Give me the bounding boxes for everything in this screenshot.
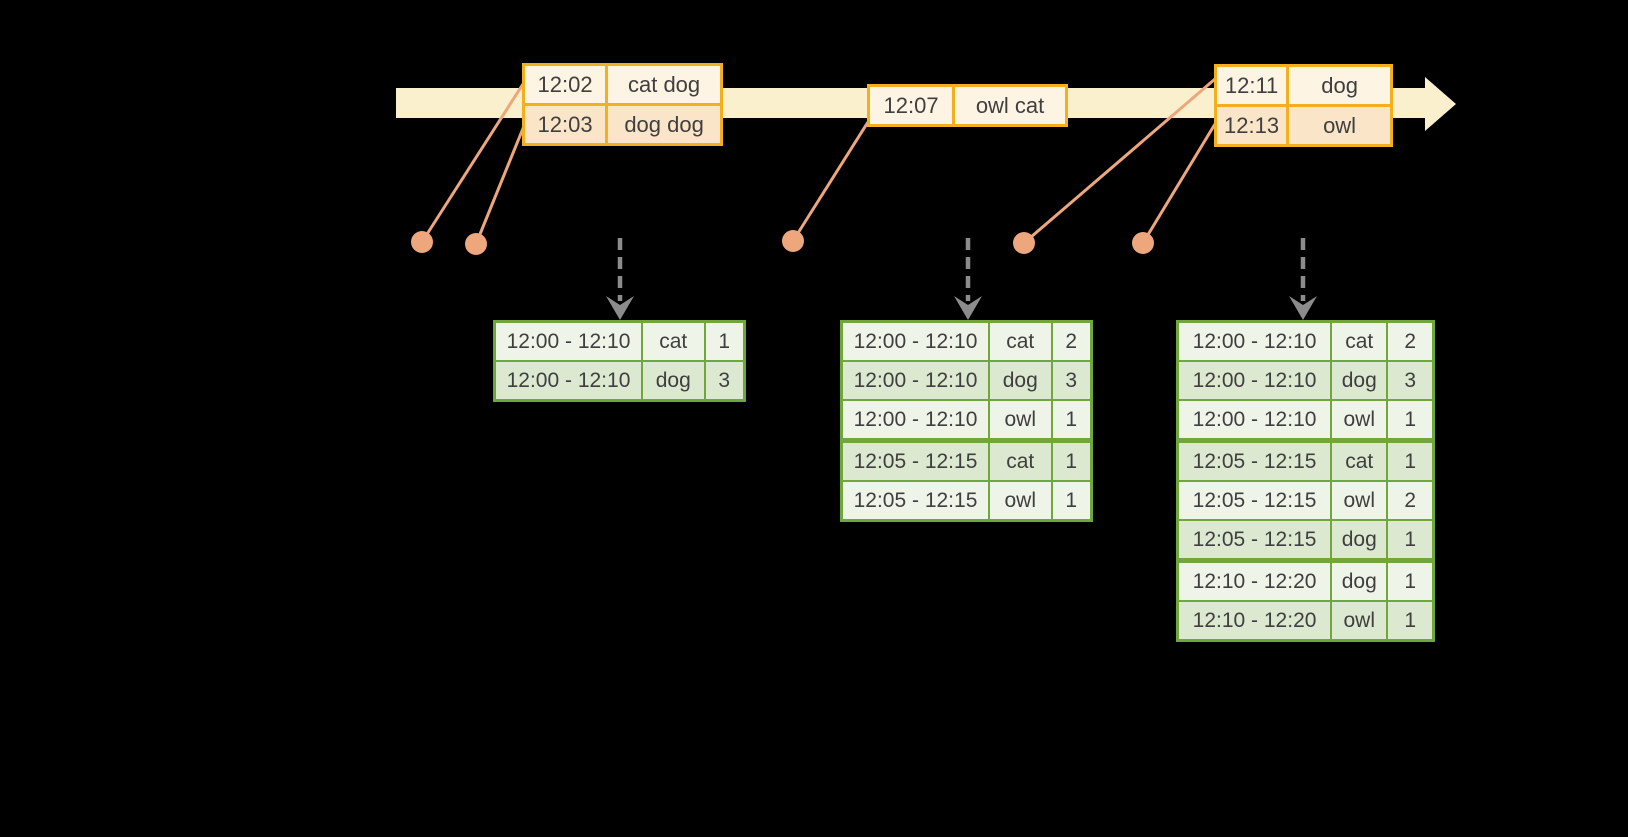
words-cell: dog dog — [605, 103, 723, 146]
window-cell: 12:00 - 12:10 — [1176, 320, 1333, 362]
count-cell: 3 — [703, 360, 746, 402]
count-cell: 1 — [1386, 600, 1435, 642]
down-arrow-head-icon — [954, 296, 982, 320]
leader-line-1203 — [474, 125, 526, 245]
time-cell: 12:07 — [866, 84, 956, 127]
window-cell: 12:10 - 12:20 — [1176, 558, 1333, 602]
count-cell: 3 — [1050, 360, 1093, 401]
words-cell: owl — [1286, 104, 1393, 147]
window-cell: 12:00 - 12:10 — [840, 399, 990, 442]
window-cell: 12:05 - 12:15 — [840, 480, 990, 522]
word-cell: dog — [641, 360, 706, 402]
window-cell: 12:05 - 12:15 — [1176, 519, 1333, 562]
window-cell: 12:00 - 12:10 — [1176, 360, 1333, 401]
count-cell: 2 — [1050, 320, 1093, 362]
time-cell: 12:03 — [521, 103, 609, 146]
count-cell: 1 — [1386, 558, 1435, 602]
time-cell: 12:02 — [521, 63, 609, 106]
count-cell: 1 — [703, 320, 746, 362]
window-cell: 12:00 - 12:10 — [493, 320, 643, 362]
down-arrow-head-icon — [1289, 296, 1317, 320]
window-cell: 12:00 - 12:10 — [840, 360, 990, 401]
window-cell: 12:00 - 12:10 — [1176, 399, 1333, 442]
word-cell: cat — [641, 320, 706, 362]
word-cell: owl — [988, 399, 1053, 442]
window-cell: 12:10 - 12:20 — [1176, 600, 1333, 642]
event-dot-icon — [1013, 232, 1035, 254]
words-cell: dog — [1286, 64, 1393, 107]
word-cell: dog — [1330, 360, 1389, 401]
window-cell: 12:05 - 12:15 — [1176, 438, 1333, 482]
event-dot-icon — [465, 233, 487, 255]
word-cell: owl — [1330, 600, 1389, 642]
count-cell: 1 — [1050, 438, 1093, 482]
window-cell: 12:05 - 12:15 — [1176, 480, 1333, 521]
leader-line-1207 — [791, 121, 870, 242]
time-cell: 12:11 — [1213, 64, 1290, 107]
words-cell: cat dog — [605, 63, 723, 106]
down-arrow-head-icon — [606, 296, 634, 320]
window-cell: 12:00 - 12:10 — [493, 360, 643, 402]
words-cell: owl cat — [952, 84, 1068, 127]
window-cell: 12:05 - 12:15 — [840, 438, 990, 482]
word-cell: cat — [1330, 320, 1389, 362]
word-cell: dog — [988, 360, 1053, 401]
count-cell: 1 — [1386, 519, 1435, 562]
word-cell: owl — [1330, 399, 1389, 442]
timeline-arrow-head-icon — [1425, 77, 1456, 131]
window-cell: 12:00 - 12:10 — [840, 320, 990, 362]
count-cell: 2 — [1386, 320, 1435, 362]
word-cell: dog — [1330, 519, 1389, 562]
count-cell: 3 — [1386, 360, 1435, 401]
count-cell: 1 — [1050, 399, 1093, 442]
count-cell: 1 — [1386, 438, 1435, 482]
event-dot-icon — [411, 231, 433, 253]
count-cell: 1 — [1050, 480, 1093, 522]
word-cell: cat — [1330, 438, 1389, 482]
count-cell: 1 — [1386, 399, 1435, 442]
time-cell: 12:13 — [1213, 104, 1290, 147]
word-cell: dog — [1330, 558, 1389, 602]
word-cell: owl — [988, 480, 1053, 522]
leader-line-1213 — [1141, 123, 1217, 244]
event-dot-icon — [1132, 232, 1154, 254]
word-cell: cat — [988, 438, 1053, 482]
word-cell: cat — [988, 320, 1053, 362]
event-dot-icon — [782, 230, 804, 252]
count-cell: 2 — [1386, 480, 1435, 521]
word-cell: owl — [1330, 480, 1389, 521]
